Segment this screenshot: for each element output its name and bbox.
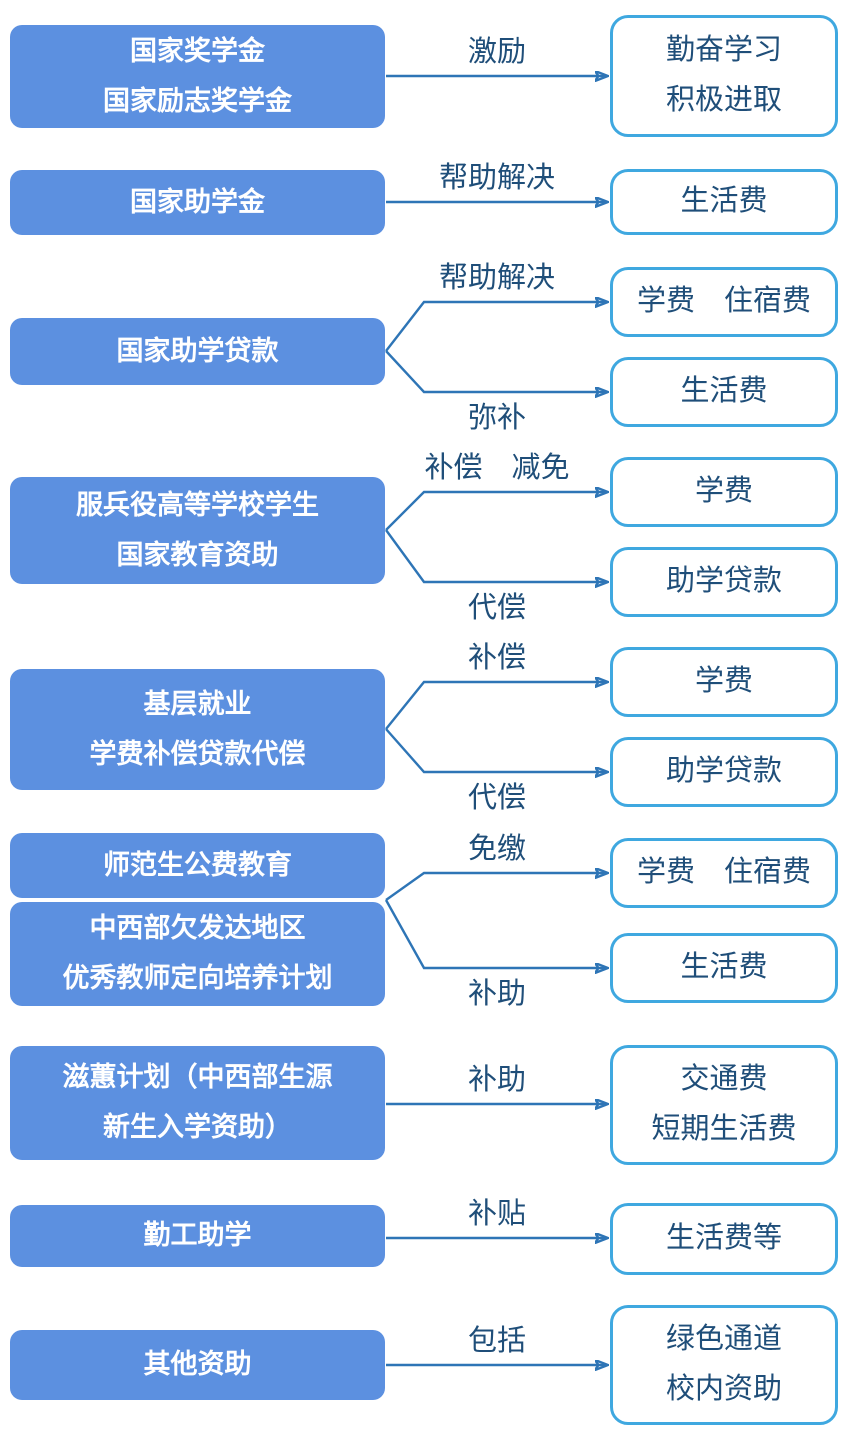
target-box-tuition: 学费 (610, 457, 838, 527)
target-box-label: 学费 (694, 475, 753, 508)
target-box-study-loan: 助学贷款 (610, 737, 838, 807)
source-box-other-aid: 其他资助 (10, 1330, 385, 1400)
source-box-military-service-aid: 服兵役高等学校学生 国家教育资助 (10, 477, 385, 584)
arrow-label: 代偿 (467, 782, 526, 814)
source-box-public-funded-teachers: 师范生公费教育 (10, 833, 385, 898)
arrow-row6-upper (385, 873, 607, 901)
target-box-living-costs: 生活费 (610, 169, 838, 235)
source-box-label: 滋蕙计划（中西部生源 新生入学资助） (62, 1062, 333, 1142)
arrow-label: 激励 (467, 36, 526, 68)
source-box-label: 国家助学金 (130, 186, 265, 217)
source-box-label: 国家助学贷款 (116, 335, 279, 366)
arrow-label: 帮助解决 (438, 162, 555, 194)
arrow-label: 补贴 (467, 1198, 526, 1230)
arrow-label: 代偿 (467, 592, 526, 624)
target-box-label: 生活费 (680, 185, 768, 218)
target-box-diligent-study: 勤奋学习 积极进取 (610, 15, 838, 137)
source-box-grassroots-employment: 基层就业 学费补偿贷款代偿 (10, 669, 385, 790)
source-box-student-loan: 国家助学贷款 (10, 318, 385, 385)
source-box-state-grant: 国家助学金 (10, 170, 385, 235)
target-box-label: 助学贷款 (665, 565, 782, 598)
target-box-living-costs-etc: 生活费等 (610, 1203, 838, 1275)
target-box-living-costs: 生活费 (610, 357, 838, 427)
source-box-label: 服兵役高等学校学生 国家教育资助 (76, 489, 319, 570)
arrow-row5-lower (385, 728, 607, 772)
target-box-tuition: 学费 (610, 647, 838, 717)
target-box-study-loan: 助学贷款 (610, 547, 838, 617)
source-box-work-study: 勤工助学 (10, 1205, 385, 1267)
source-box-label: 勤工助学 (143, 1220, 252, 1251)
target-box-tuition-accommodation: 学费 住宿费 (610, 838, 838, 908)
target-box-label: 学费 住宿费 (636, 285, 811, 318)
target-box-green-channel: 绿色通道 校内资助 (610, 1305, 838, 1425)
source-box-label: 其他资助 (143, 1349, 252, 1380)
source-box-label: 国家奖学金 国家励志奖学金 (103, 35, 292, 116)
target-box-label: 生活费 (680, 951, 768, 984)
arrow-label: 补偿 减免 (424, 452, 570, 484)
target-box-label: 学费 住宿费 (636, 856, 811, 889)
arrow-row3-lower (385, 350, 607, 392)
arrow-row4-lower (385, 529, 607, 582)
target-box-label: 学费 (694, 665, 753, 698)
arrow-label: 包括 (467, 1325, 526, 1357)
arrow-label: 免缴 (467, 833, 526, 865)
source-box-zihui-plan: 滋蕙计划（中西部生源 新生入学资助） (10, 1046, 385, 1160)
source-box-label: 师范生公费教育 (103, 849, 292, 880)
arrow-label: 补偿 (467, 642, 526, 674)
target-box-label: 交通费 短期生活费 (651, 1063, 797, 1145)
target-box-living-costs: 生活费 (610, 933, 838, 1003)
arrow-label: 补助 (467, 1064, 526, 1096)
arrow-row5-upper (385, 682, 607, 730)
arrow-row6-lower (384, 899, 607, 968)
target-box-tuition-accommodation: 学费 住宿费 (610, 267, 838, 337)
arrow-row4-upper (385, 492, 607, 531)
target-box-label: 助学贷款 (665, 755, 782, 788)
arrow-label: 帮助解决 (438, 262, 555, 294)
source-box-label: 基层就业 学费补偿贷款代偿 (89, 688, 306, 769)
arrow-label: 弥补 (467, 402, 526, 434)
source-box-central-western-teacher-program: 中西部欠发达地区 优秀教师定向培养计划 (10, 902, 385, 1006)
source-box-label: 中西部欠发达地区 优秀教师定向培养计划 (62, 913, 333, 993)
source-box-scholarships: 国家奖学金 国家励志奖学金 (10, 25, 385, 128)
target-box-transport-living: 交通费 短期生活费 (610, 1045, 838, 1165)
target-box-label: 生活费等 (665, 1222, 782, 1255)
target-box-label: 绿色通道 校内资助 (665, 1323, 782, 1405)
arrow-label: 补助 (467, 978, 526, 1010)
arrow-row3-upper (385, 302, 607, 352)
target-box-label: 生活费 (680, 375, 768, 408)
target-box-label: 勤奋学习 积极进取 (665, 34, 782, 116)
